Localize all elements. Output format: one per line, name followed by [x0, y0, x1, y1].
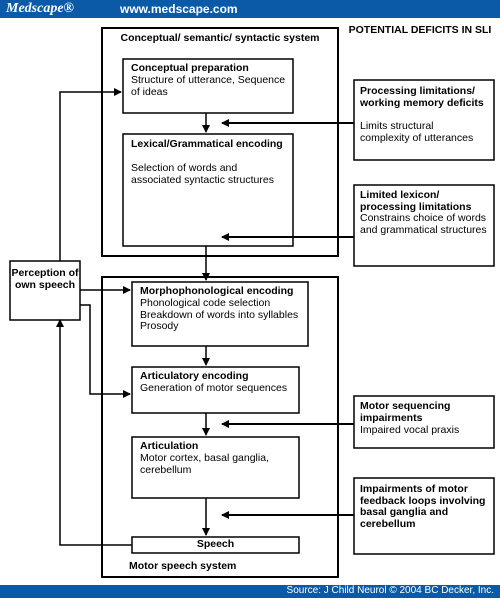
conceptual-preparation-title: Conceptual preparation — [131, 62, 249, 74]
lexicon-deficit-text: Limited lexicon/ processing limitations … — [360, 189, 490, 236]
source-credit: Source: J Child Neurol © 2004 BC Decker,… — [286, 585, 494, 596]
lexicon-deficit-box — [353, 184, 495, 267]
articulation-box — [131, 436, 300, 499]
header-bar: Medscape® www.medscape.com — [0, 0, 500, 18]
perception-to-articulatory-arrow — [80, 304, 131, 398]
lexicon-deficit-title: Limited lexicon/ processing limitations — [360, 189, 472, 213]
morphophonological-title: Morphophonological encoding — [140, 285, 294, 297]
perception-to-concept-arrow — [59, 88, 122, 261]
articulatory-encoding-body: Generation of motor sequences — [140, 382, 288, 394]
perception-label: Perception of own speech — [11, 267, 79, 291]
speech-label: Speech — [196, 538, 235, 550]
upper-system-title: Conceptual/ semantic/ syntactic system — [120, 32, 320, 44]
lexical-encoding-title: Lexical/Grammatical encoding — [131, 138, 283, 150]
lexicon-deficit-body: Constrains choice of words and grammatic… — [360, 212, 487, 236]
deficits-title: POTENTIAL DEFICITS IN SLI — [348, 24, 492, 36]
feedback-deficit-title: Impairments of motor feedback loops invo… — [360, 483, 486, 530]
lexical-encoding-body: Selection of words and associated syntac… — [131, 162, 274, 186]
motor-sequencing-box — [353, 395, 495, 449]
articulatory-encoding-box — [131, 366, 300, 414]
conceptual-preparation-box — [122, 58, 294, 114]
motor-system-box — [101, 276, 339, 578]
processing-deficit-box — [353, 79, 495, 161]
site-url[interactable]: www.medscape.com — [120, 2, 238, 16]
brand-logo: Medscape® — [6, 1, 74, 16]
footer-bar: Source: J Child Neurol © 2004 BC Decker,… — [0, 585, 500, 598]
speech-to-perception-line — [56, 319, 132, 546]
upper-system-box — [101, 27, 339, 257]
morphophonological-body: Phonological code selection Breakdown of… — [140, 297, 299, 332]
processing-deficit-body: Limits structural complexity of utteranc… — [360, 120, 474, 144]
processing-deficit-title: Processing limitations/ working memory d… — [360, 85, 484, 109]
articulation-body: Motor cortex, basal ganglia, cerebellum — [140, 452, 269, 476]
morphophonological-box — [131, 281, 309, 347]
conceptual-preparation-body: Structure of utterance, Sequence of idea… — [131, 74, 286, 98]
lexical-encoding-box — [122, 133, 294, 247]
motor-sequencing-body: Impaired vocal praxis — [360, 424, 460, 436]
motor-sequencing-title: Motor sequencing impairments — [360, 400, 451, 424]
articulation-title: Articulation — [140, 440, 199, 452]
motor-system-title: Motor speech system — [129, 560, 237, 572]
articulatory-encoding-title: Articulatory encoding — [140, 370, 249, 382]
